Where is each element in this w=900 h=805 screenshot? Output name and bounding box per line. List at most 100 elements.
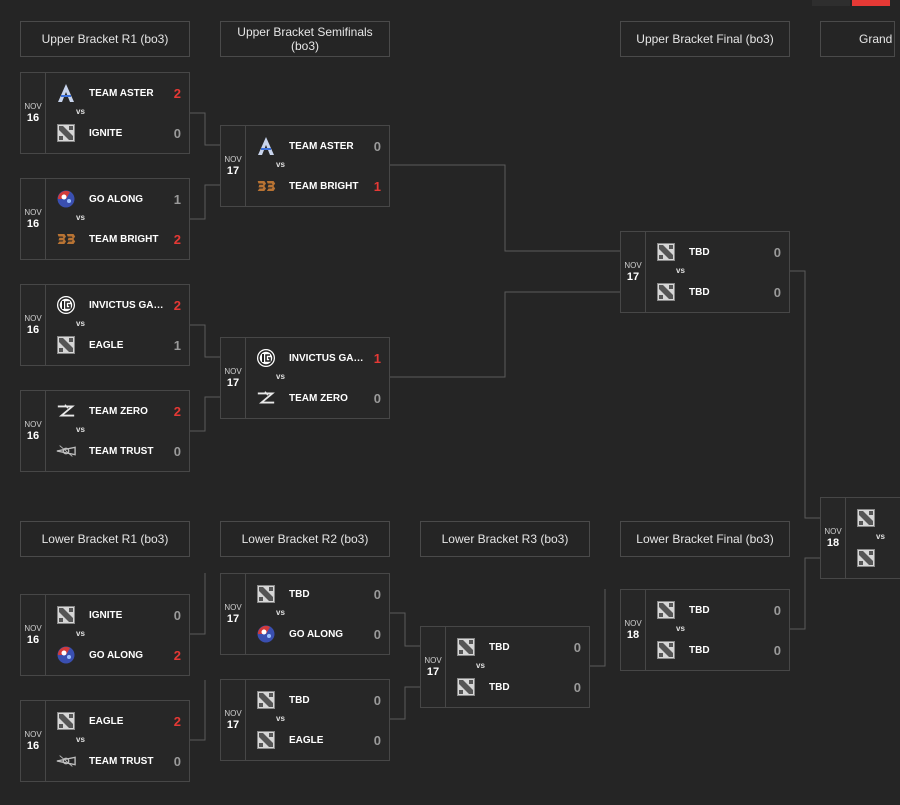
vs-label: vs <box>76 213 85 222</box>
team-name: TEAM TRUST <box>89 755 154 767</box>
team-row-t1[interactable]: TBD 0 <box>256 584 381 604</box>
team-name: TBD <box>689 246 710 258</box>
header-lb-r1: Lower Bracket R1 (bo3) <box>20 521 190 557</box>
bright-logo-icon <box>256 176 276 196</box>
top-toggle-button[interactable] <box>812 0 850 6</box>
team-name: TEAM ZERO <box>89 405 148 417</box>
team-score: 0 <box>373 586 381 602</box>
team-name: TBD <box>289 588 310 600</box>
dota-logo-icon <box>656 600 676 620</box>
match-day: 17 <box>226 612 240 625</box>
aster-logo-icon <box>256 136 276 156</box>
team-name: TBD <box>489 641 510 653</box>
dota-logo-icon <box>56 605 76 625</box>
goalong-logo-icon <box>256 624 276 644</box>
match-month: NOV <box>224 154 242 164</box>
goalong-logo-icon <box>56 189 76 209</box>
team-score: 0 <box>773 602 781 618</box>
match-month: NOV <box>24 729 42 739</box>
team-name: TEAM ASTER <box>89 87 154 99</box>
team-score: 0 <box>573 679 581 695</box>
vs-label: vs <box>676 624 685 633</box>
team-name: TBD <box>689 604 710 616</box>
team-name: GO ALONG <box>89 649 144 661</box>
header-lb-r2: Lower Bracket R2 (bo3) <box>220 521 390 557</box>
team-name: TBD <box>689 286 710 298</box>
match-month: NOV <box>624 260 642 270</box>
goalong-logo-icon <box>56 645 76 665</box>
top-active-button[interactable] <box>852 0 890 6</box>
team-score: 1 <box>173 191 181 207</box>
team-score: 2 <box>173 231 181 247</box>
team-score: 0 <box>773 244 781 260</box>
team-row-t1[interactable]: TBD 0 <box>656 242 781 262</box>
team-row-t1[interactable]: INVICTUS GAMING 2 <box>56 295 181 315</box>
team-name: TEAM TRUST <box>89 445 154 457</box>
team-name: EAGLE <box>89 715 124 727</box>
match-month: NOV <box>824 526 842 536</box>
team-name: INVICTUS GAMING <box>89 299 167 311</box>
match-day: 18 <box>826 536 840 549</box>
dota-logo-icon <box>456 637 476 657</box>
match-month: NOV <box>24 207 42 217</box>
match-month: NOV <box>224 366 242 376</box>
team-score: 0 <box>373 692 381 708</box>
team-score: 0 <box>173 125 181 141</box>
team-score: 1 <box>373 178 381 194</box>
team-row-t1[interactable]: INVICTUS GAMING1 <box>256 348 381 368</box>
team-row-t2[interactable]: EAGLE 0 <box>256 730 381 750</box>
team-score: 1 <box>373 350 381 366</box>
team-name: EAGLE <box>289 734 324 746</box>
match-day: 18 <box>626 628 640 641</box>
team-score: 0 <box>373 732 381 748</box>
team-row-t1[interactable]: TBD 0 <box>656 600 781 620</box>
team-name: EAGLE <box>89 339 124 351</box>
team-score: 2 <box>173 297 181 313</box>
vs-label: vs <box>76 735 85 744</box>
match-month: NOV <box>224 602 242 612</box>
match-month: NOV <box>24 623 42 633</box>
dota-logo-icon <box>856 508 876 528</box>
vs-label: vs <box>276 372 285 381</box>
